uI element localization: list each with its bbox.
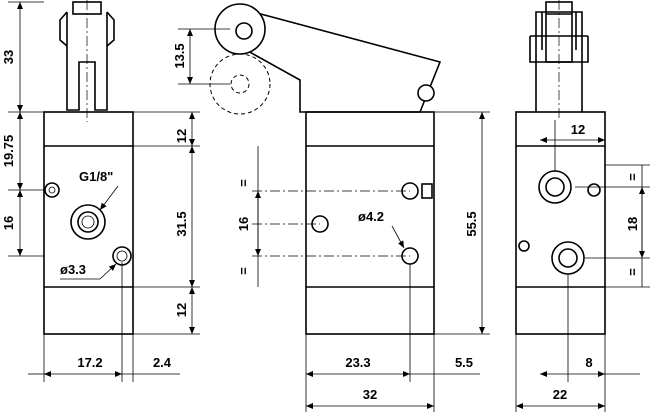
rv-dim-top-offset: 12 <box>571 122 585 137</box>
rv-fork-inner <box>541 12 577 50</box>
leader-port-thread <box>99 185 119 211</box>
equal-mark-bottom-mid: = <box>236 267 251 275</box>
rv-dim-total-width: 22 <box>553 387 567 402</box>
side-tab <box>421 183 433 199</box>
rv-port-bottom-inner <box>558 248 578 268</box>
roller-alt-pin <box>230 74 250 94</box>
label-mount-hole: ø3.3 <box>60 262 86 277</box>
right-view: 12 = 18 = 8 22 <box>515 0 650 412</box>
rv-dim-port-spacing: 18 <box>625 217 640 231</box>
mount-hole-top <box>44 182 60 198</box>
rv-port-top-outer <box>538 170 572 204</box>
dim-upper-offset: 19.75 <box>1 135 16 168</box>
left-view: 33 19.75 16 12 31.5 12 G1/8" ø3.3 17.2 2… <box>1 0 200 382</box>
body-outline <box>43 111 134 335</box>
label-hole-diameter: ø4.2 <box>358 209 384 224</box>
port-outer <box>70 204 106 240</box>
rv-port-top-inner <box>545 177 565 197</box>
rv-small-hole <box>518 240 530 252</box>
dim-total-width: 32 <box>363 387 377 402</box>
dim-edge-offset: 2.4 <box>153 355 172 370</box>
mount-hole-top-inner <box>48 186 56 194</box>
mount-hole-small-inner <box>116 250 128 262</box>
lever-pivot <box>417 84 435 102</box>
dim-bottom-band: 12 <box>174 303 189 317</box>
middle-body <box>305 111 435 335</box>
lever-left-tab <box>59 11 68 47</box>
dim-port-spacing-left: 16 <box>1 216 16 230</box>
rv-dim-port-x: 8 <box>585 355 592 370</box>
roller-pin <box>235 22 253 40</box>
dim-hole-spacing: 16 <box>236 217 251 231</box>
rv-equal-mark-bottom: = <box>625 268 640 276</box>
dim-right-offset: 5.5 <box>455 355 473 370</box>
leader-hole <box>99 263 117 280</box>
leader-hole-diameter <box>391 225 405 249</box>
dim-hole-x: 23.3 <box>345 355 370 370</box>
rv-mount-hole <box>587 183 601 197</box>
rv-body <box>515 111 606 335</box>
dim-mid-height: 31.5 <box>174 211 189 236</box>
rv-equal-mark-top: = <box>625 173 640 181</box>
dim-top-band: 12 <box>174 129 189 143</box>
lever-right-tab <box>106 11 115 47</box>
rv-port-bottom-outer <box>551 241 585 275</box>
middle-view: 13.5 = 16 = ø4.2 23.3 5.5 32 55.5 <box>172 3 490 412</box>
port-core <box>81 215 95 229</box>
port-inner <box>77 211 99 233</box>
dim-port-x: 17.2 <box>77 355 102 370</box>
dim-roller-offset: 13.5 <box>172 43 187 68</box>
dim-lever-height: 33 <box>1 50 16 64</box>
equal-mark-top-mid: = <box>236 179 251 187</box>
dim-total-height: 55.5 <box>464 211 479 236</box>
label-port-thread: G1/8" <box>79 169 113 184</box>
